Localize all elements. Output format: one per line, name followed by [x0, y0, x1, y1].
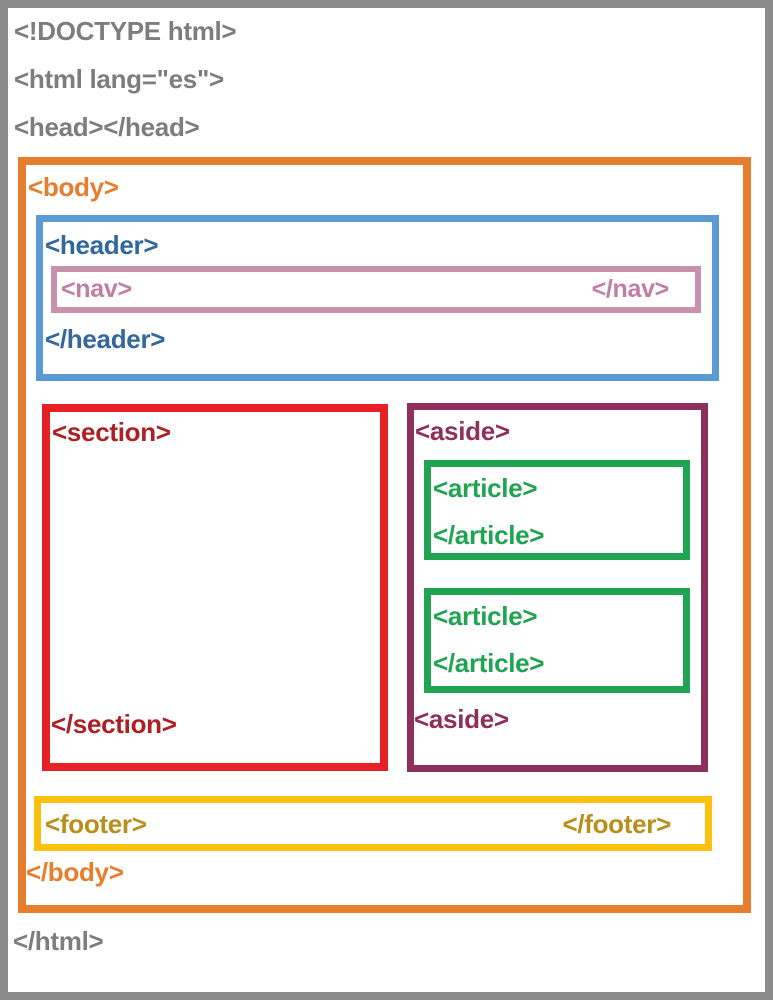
- article-box: <article> </article>: [424, 460, 690, 560]
- nav-open-tag: <nav>: [61, 275, 132, 303]
- section-open-tag: <section>: [52, 417, 171, 447]
- article-open-tag: <article>: [433, 601, 538, 631]
- article-close-tag: </article>: [433, 520, 545, 550]
- nav-box: <nav> </nav>: [51, 266, 701, 313]
- footer-box: <footer> </footer>: [34, 796, 712, 851]
- footer-open-tag: <footer>: [45, 808, 147, 839]
- html-open-tag: <html lang="es">: [14, 64, 224, 94]
- body-box: <body> <header> <nav> </nav> </header> <…: [18, 157, 751, 913]
- article-close-tag: </article>: [433, 648, 545, 678]
- section-close-tag: </section>: [51, 709, 177, 739]
- nav-close-tag: </nav>: [591, 275, 670, 303]
- article-box: <article> </article>: [424, 588, 690, 693]
- header-open-tag: <header>: [45, 230, 159, 260]
- body-close-tag: </body>: [26, 857, 124, 887]
- head-tag: <head></head>: [14, 112, 200, 142]
- article-open-tag: <article>: [433, 473, 538, 503]
- footer-close-tag: </footer>: [562, 808, 671, 839]
- html-close-tag: </html>: [13, 926, 104, 956]
- header-close-tag: </header>: [45, 324, 166, 354]
- aside-box: <aside> <article> </article> <article> <…: [407, 403, 708, 772]
- section-box: <section> </section>: [42, 404, 388, 771]
- header-box: <header> <nav> </nav> </header>: [36, 215, 719, 381]
- aside-close-tag: <aside>: [414, 704, 509, 734]
- doctype-tag: <!DOCTYPE html>: [14, 16, 237, 46]
- body-open-tag: <body>: [28, 172, 119, 202]
- aside-open-tag: <aside>: [415, 416, 510, 446]
